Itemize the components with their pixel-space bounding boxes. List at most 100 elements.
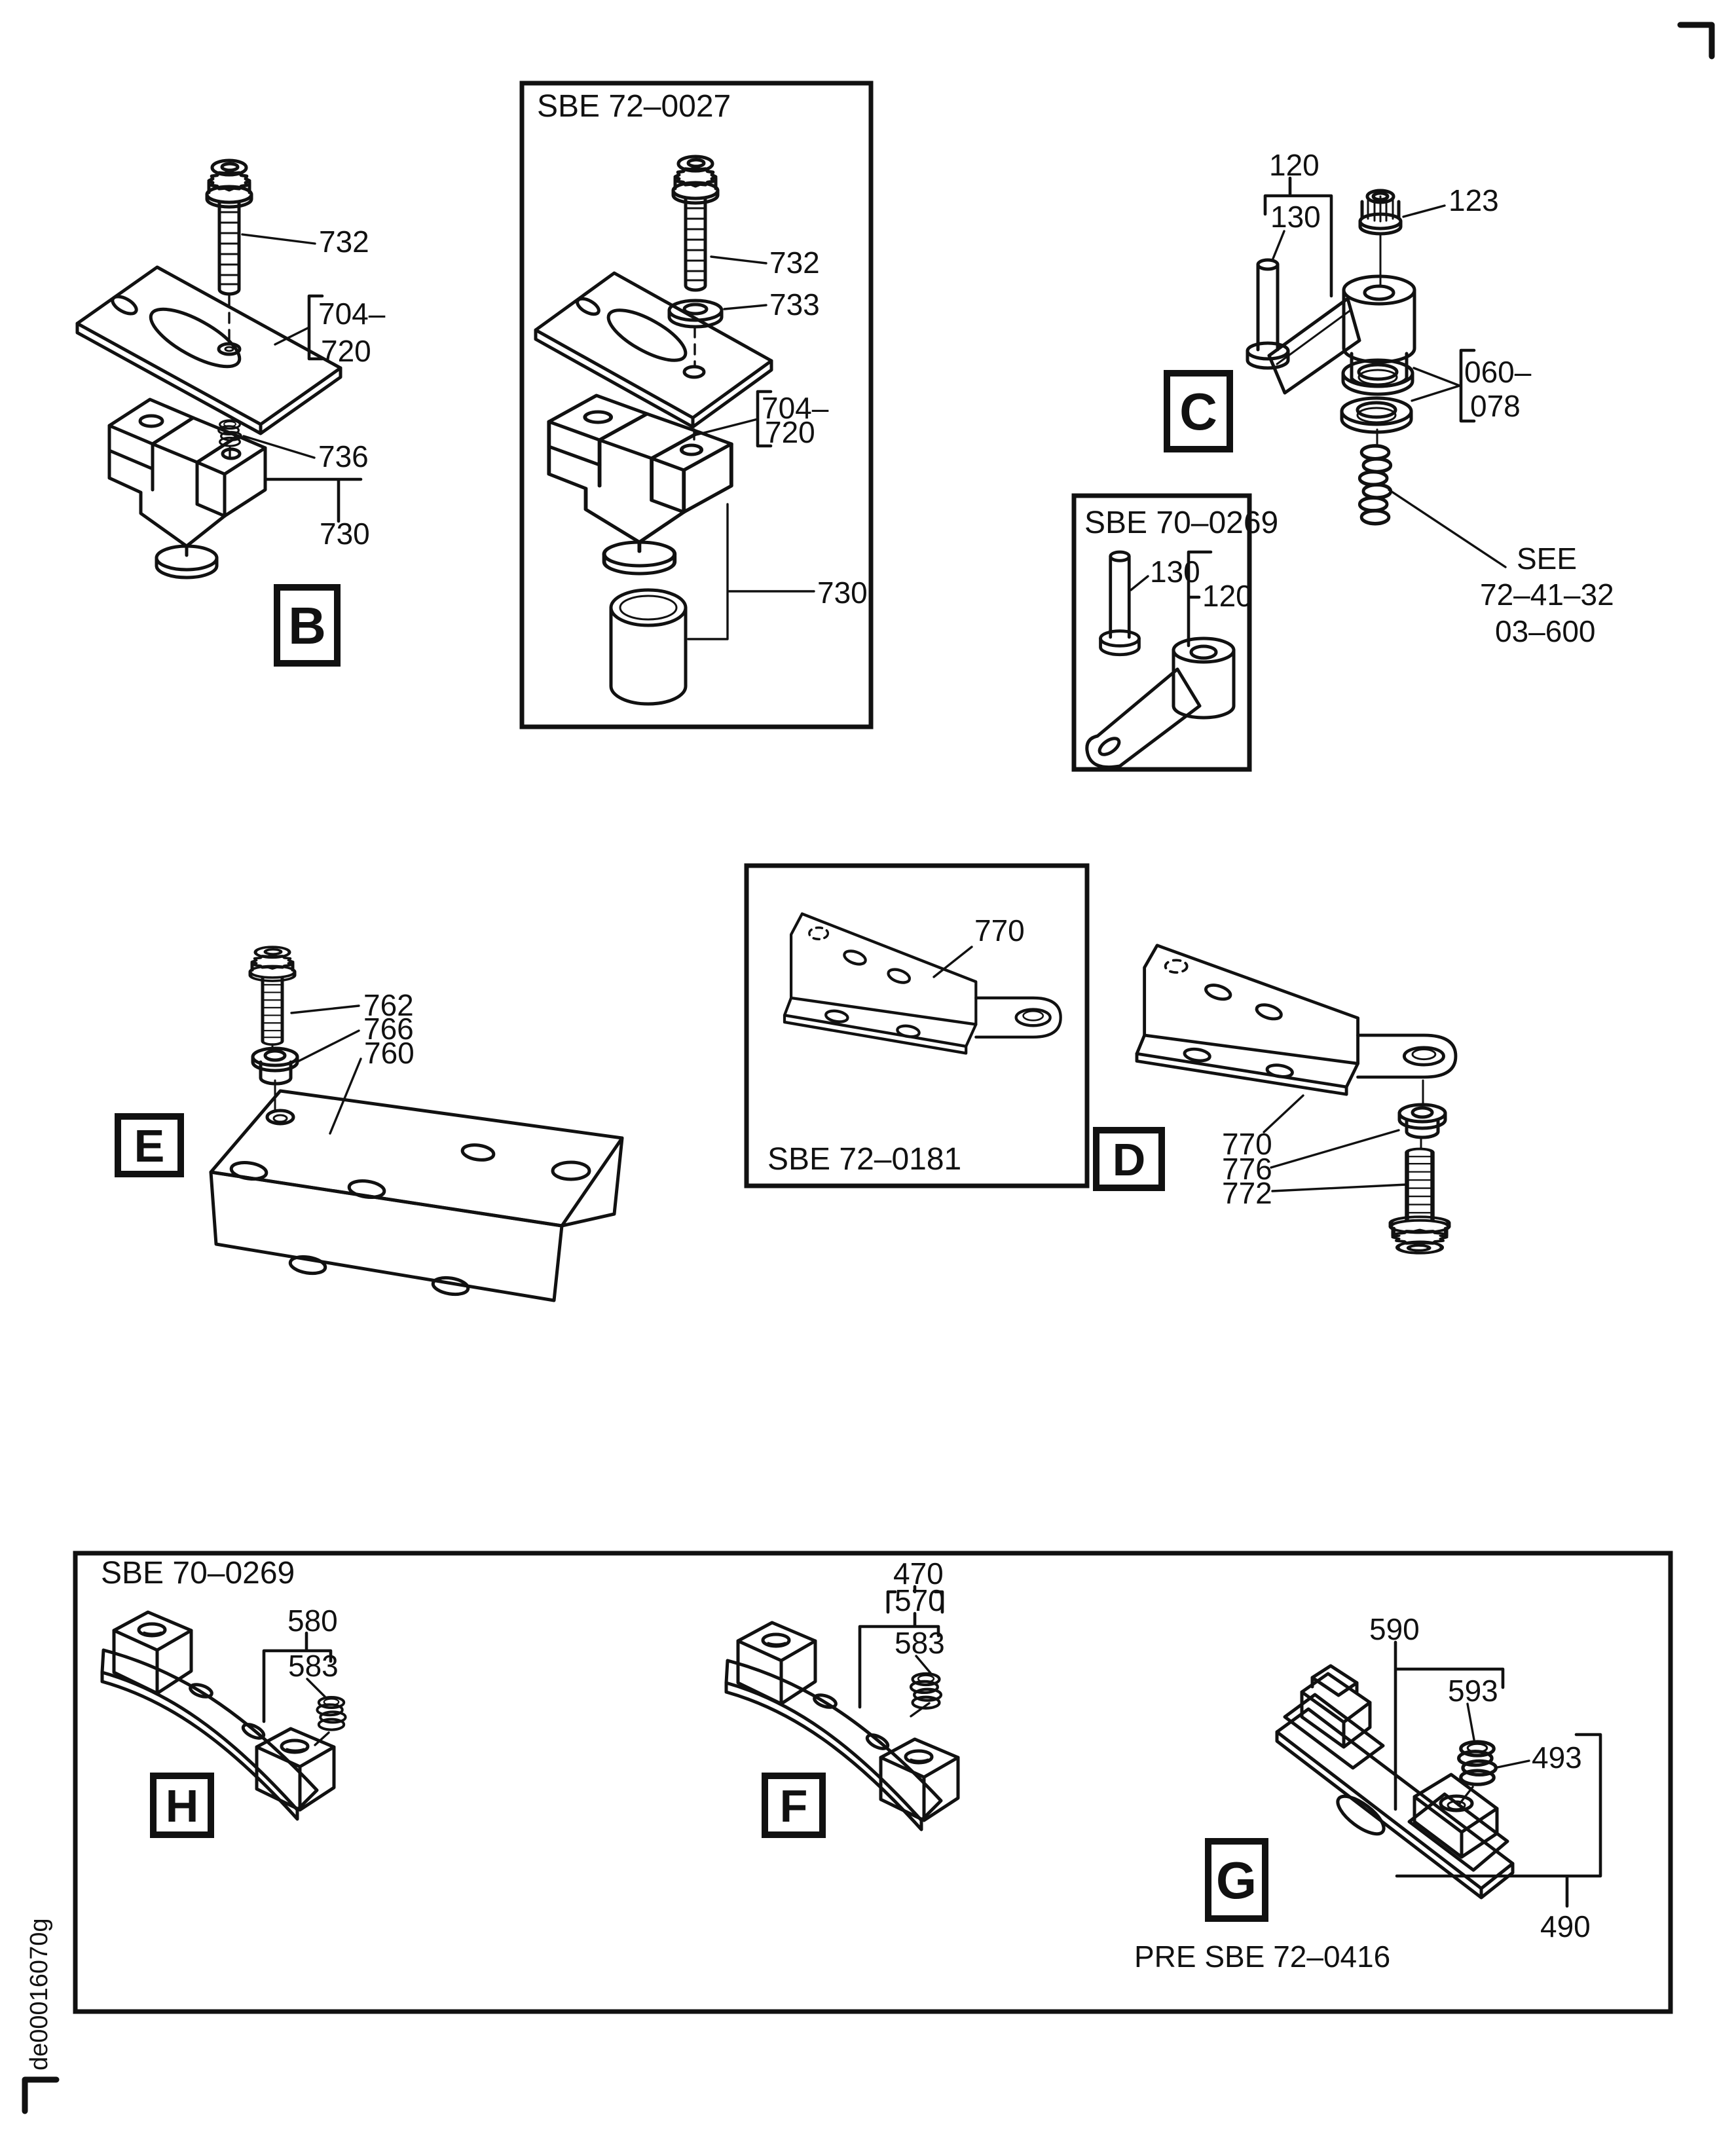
leader-130 [1272,230,1285,260]
section-tag-f: F [780,1780,808,1831]
leader-704-720 [695,418,759,436]
t-nut-left-drawing [1283,1664,1385,1770]
spring-583-drawing [317,1697,345,1730]
cushion-washer-drawing [1342,398,1411,432]
bracket-590-593 [1394,1640,1505,1811]
callout-772: 772 [1222,1176,1272,1210]
spring-drawing [1359,446,1391,524]
callout-760: 760 [364,1036,415,1070]
group-box-border [519,81,874,729]
bushing-776-drawing [1397,1103,1447,1139]
section-tag-box-h [150,1773,214,1838]
leader-770 [1263,1094,1304,1133]
see-note-line1: SEE [1517,542,1577,576]
leader-776 [1270,1129,1400,1169]
callout-078: 078 [1470,389,1521,423]
bracket-583 [858,1611,940,1709]
leader-732 [241,233,316,245]
callout-130: 130 [1150,555,1200,589]
leader-583 [910,1655,932,1718]
group-box-title: SBE 70–0269 [101,1556,295,1591]
pin-130-drawing [1101,552,1139,655]
mount-730-drawing [109,399,265,578]
section-d: 770 776 772 D [1093,946,1456,1253]
section-tag-e: E [134,1120,165,1171]
section-tag-box-d [1093,1127,1165,1191]
callout-736: 736 [318,439,369,473]
bracket-470-570 [886,1585,944,1614]
section-b: 732 704– 720 736 730 B [75,160,386,667]
retainer-bar-490-drawing [1275,1707,1515,1900]
section-tag-box-c [1164,370,1233,452]
washer-733-drawing [667,299,724,329]
bracket-580-583 [262,1631,333,1723]
bracket-730 [264,477,363,523]
callout-580: 580 [287,1604,338,1638]
section-tag-c: C [1179,382,1217,441]
callout-730: 730 [320,517,370,551]
callout-120: 120 [1202,579,1253,613]
t-nut-right-drawing [1407,1773,1509,1872]
group-box-border [744,863,1090,1188]
group-box-title: SBE 70–0269 [1084,506,1278,540]
section-tag-box-f [762,1773,826,1838]
corner-mark-bottom-left [22,2076,60,2114]
bracket-770-drawing [1137,946,1456,1094]
leader-733 [723,304,767,310]
slotted-plate-704-720-drawing [75,265,342,435]
group-box-border [1071,493,1252,772]
bolt-732-drawing [207,160,251,294]
bolt-772-drawing [1391,1149,1449,1253]
group-box-border [73,1551,1673,2014]
leader-732 [710,255,767,265]
leader-493 [1496,1759,1530,1769]
leader-772 [1271,1183,1408,1192]
section-h: 580 583 H [102,1604,346,1838]
callout-776: 776 [1222,1152,1272,1186]
callout-733: 733 [769,287,820,322]
leader-762 [290,1004,360,1014]
corner-mark-top-right [1677,22,1715,60]
pre-note: PRE SBE 72–0416 [1134,1940,1390,1974]
callout-490: 490 [1540,1909,1591,1943]
centerline [1420,1079,1424,1149]
callout-704: 704– [318,297,386,331]
idler-arm-drawing [1085,636,1236,769]
bracket-760-drawing [209,1089,624,1302]
section-g: 590 593 493 490 G PRE SBE 72–0416 [1134,1612,1602,1974]
group-box-title: SBE 72–0181 [767,1142,961,1177]
callout-130: 130 [1270,200,1321,234]
section-tag-h: H [166,1780,199,1831]
spring-593-drawing [1459,1742,1496,1784]
callout-470: 470 [893,1556,944,1591]
section-tag-box-b [274,584,341,667]
callout-060: 060– [1464,355,1532,389]
callout-570: 570 [895,1583,945,1617]
leader-736 [242,435,316,459]
callout-583: 583 [895,1626,945,1660]
group-box-sbe-70-0269-lower: SBE 70–0269 580 583 H 470 570 583 F [73,1551,1673,2014]
leader-704-720 [274,326,310,346]
group-box-sbe-72-0027: SBE 72–0027 732 733 704– 720 [519,81,874,729]
leader-060-078 [1411,367,1461,402]
bolt-732-drawing [673,156,718,290]
callout-590: 590 [1369,1612,1420,1646]
support-bar-drawing [102,1612,334,1819]
leader-766 [298,1029,360,1062]
spring-583-drawing [911,1674,941,1708]
section-tag-b: B [288,597,326,655]
section-tag-box-e [115,1113,184,1177]
washer-766-drawing [251,1046,299,1086]
section-e: 762 766 760 E [115,947,624,1302]
leader-760 [329,1058,362,1135]
slotted-plate-704-720-drawing [534,271,773,429]
leader-130 [1130,575,1149,591]
leader-770 [933,946,973,978]
section-tag-g: G [1216,1851,1257,1909]
group-box-title: SBE 72–0027 [537,89,731,124]
leader-123 [1402,204,1446,218]
section-c: 120 130 123 060– 078 SEE 72–41–32 03–600 [1164,148,1614,648]
rubber-cap-730-drawing [609,588,688,706]
